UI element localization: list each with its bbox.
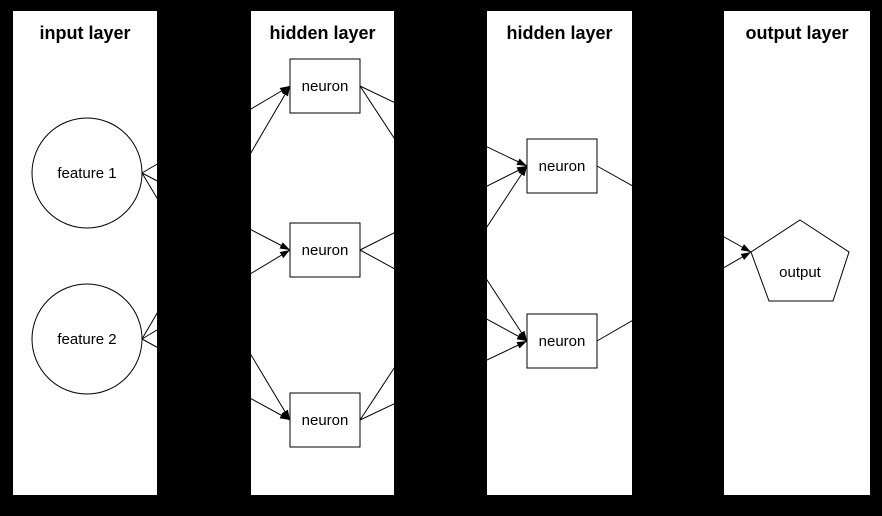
node-label-neuron-3: neuron xyxy=(302,412,349,429)
node-label-neuron-2: neuron xyxy=(302,242,349,259)
node-label-neuron-5: neuron xyxy=(539,333,586,350)
node-label-neuron-4: neuron xyxy=(539,158,586,175)
panel-gap xyxy=(632,0,724,516)
panel-gap xyxy=(157,0,251,516)
node-neuron-2 xyxy=(289,222,361,278)
node-label-feature-2: feature 2 xyxy=(57,331,116,348)
node-label-output: output xyxy=(779,264,822,281)
panel-input-layer xyxy=(13,11,157,495)
node-neuron-4 xyxy=(526,138,598,194)
layer-title-hidden-layer-2: hidden layer xyxy=(506,23,612,43)
node-neuron-3 xyxy=(289,392,361,448)
layer-title-output-layer: output layer xyxy=(745,23,848,43)
layer-title-hidden-layer-1: hidden layer xyxy=(269,23,375,43)
panel-gap xyxy=(394,0,487,516)
panel-hidden-layer-2 xyxy=(487,11,632,495)
node-neuron-5 xyxy=(526,313,598,369)
node-feature-1 xyxy=(31,117,143,229)
node-feature-2 xyxy=(31,283,143,395)
node-label-neuron-1: neuron xyxy=(302,78,349,95)
node-label-feature-1: feature 1 xyxy=(57,165,116,182)
node-output xyxy=(750,219,850,302)
layer-title-input-layer: input layer xyxy=(39,23,130,43)
node-neuron-1 xyxy=(289,58,361,114)
